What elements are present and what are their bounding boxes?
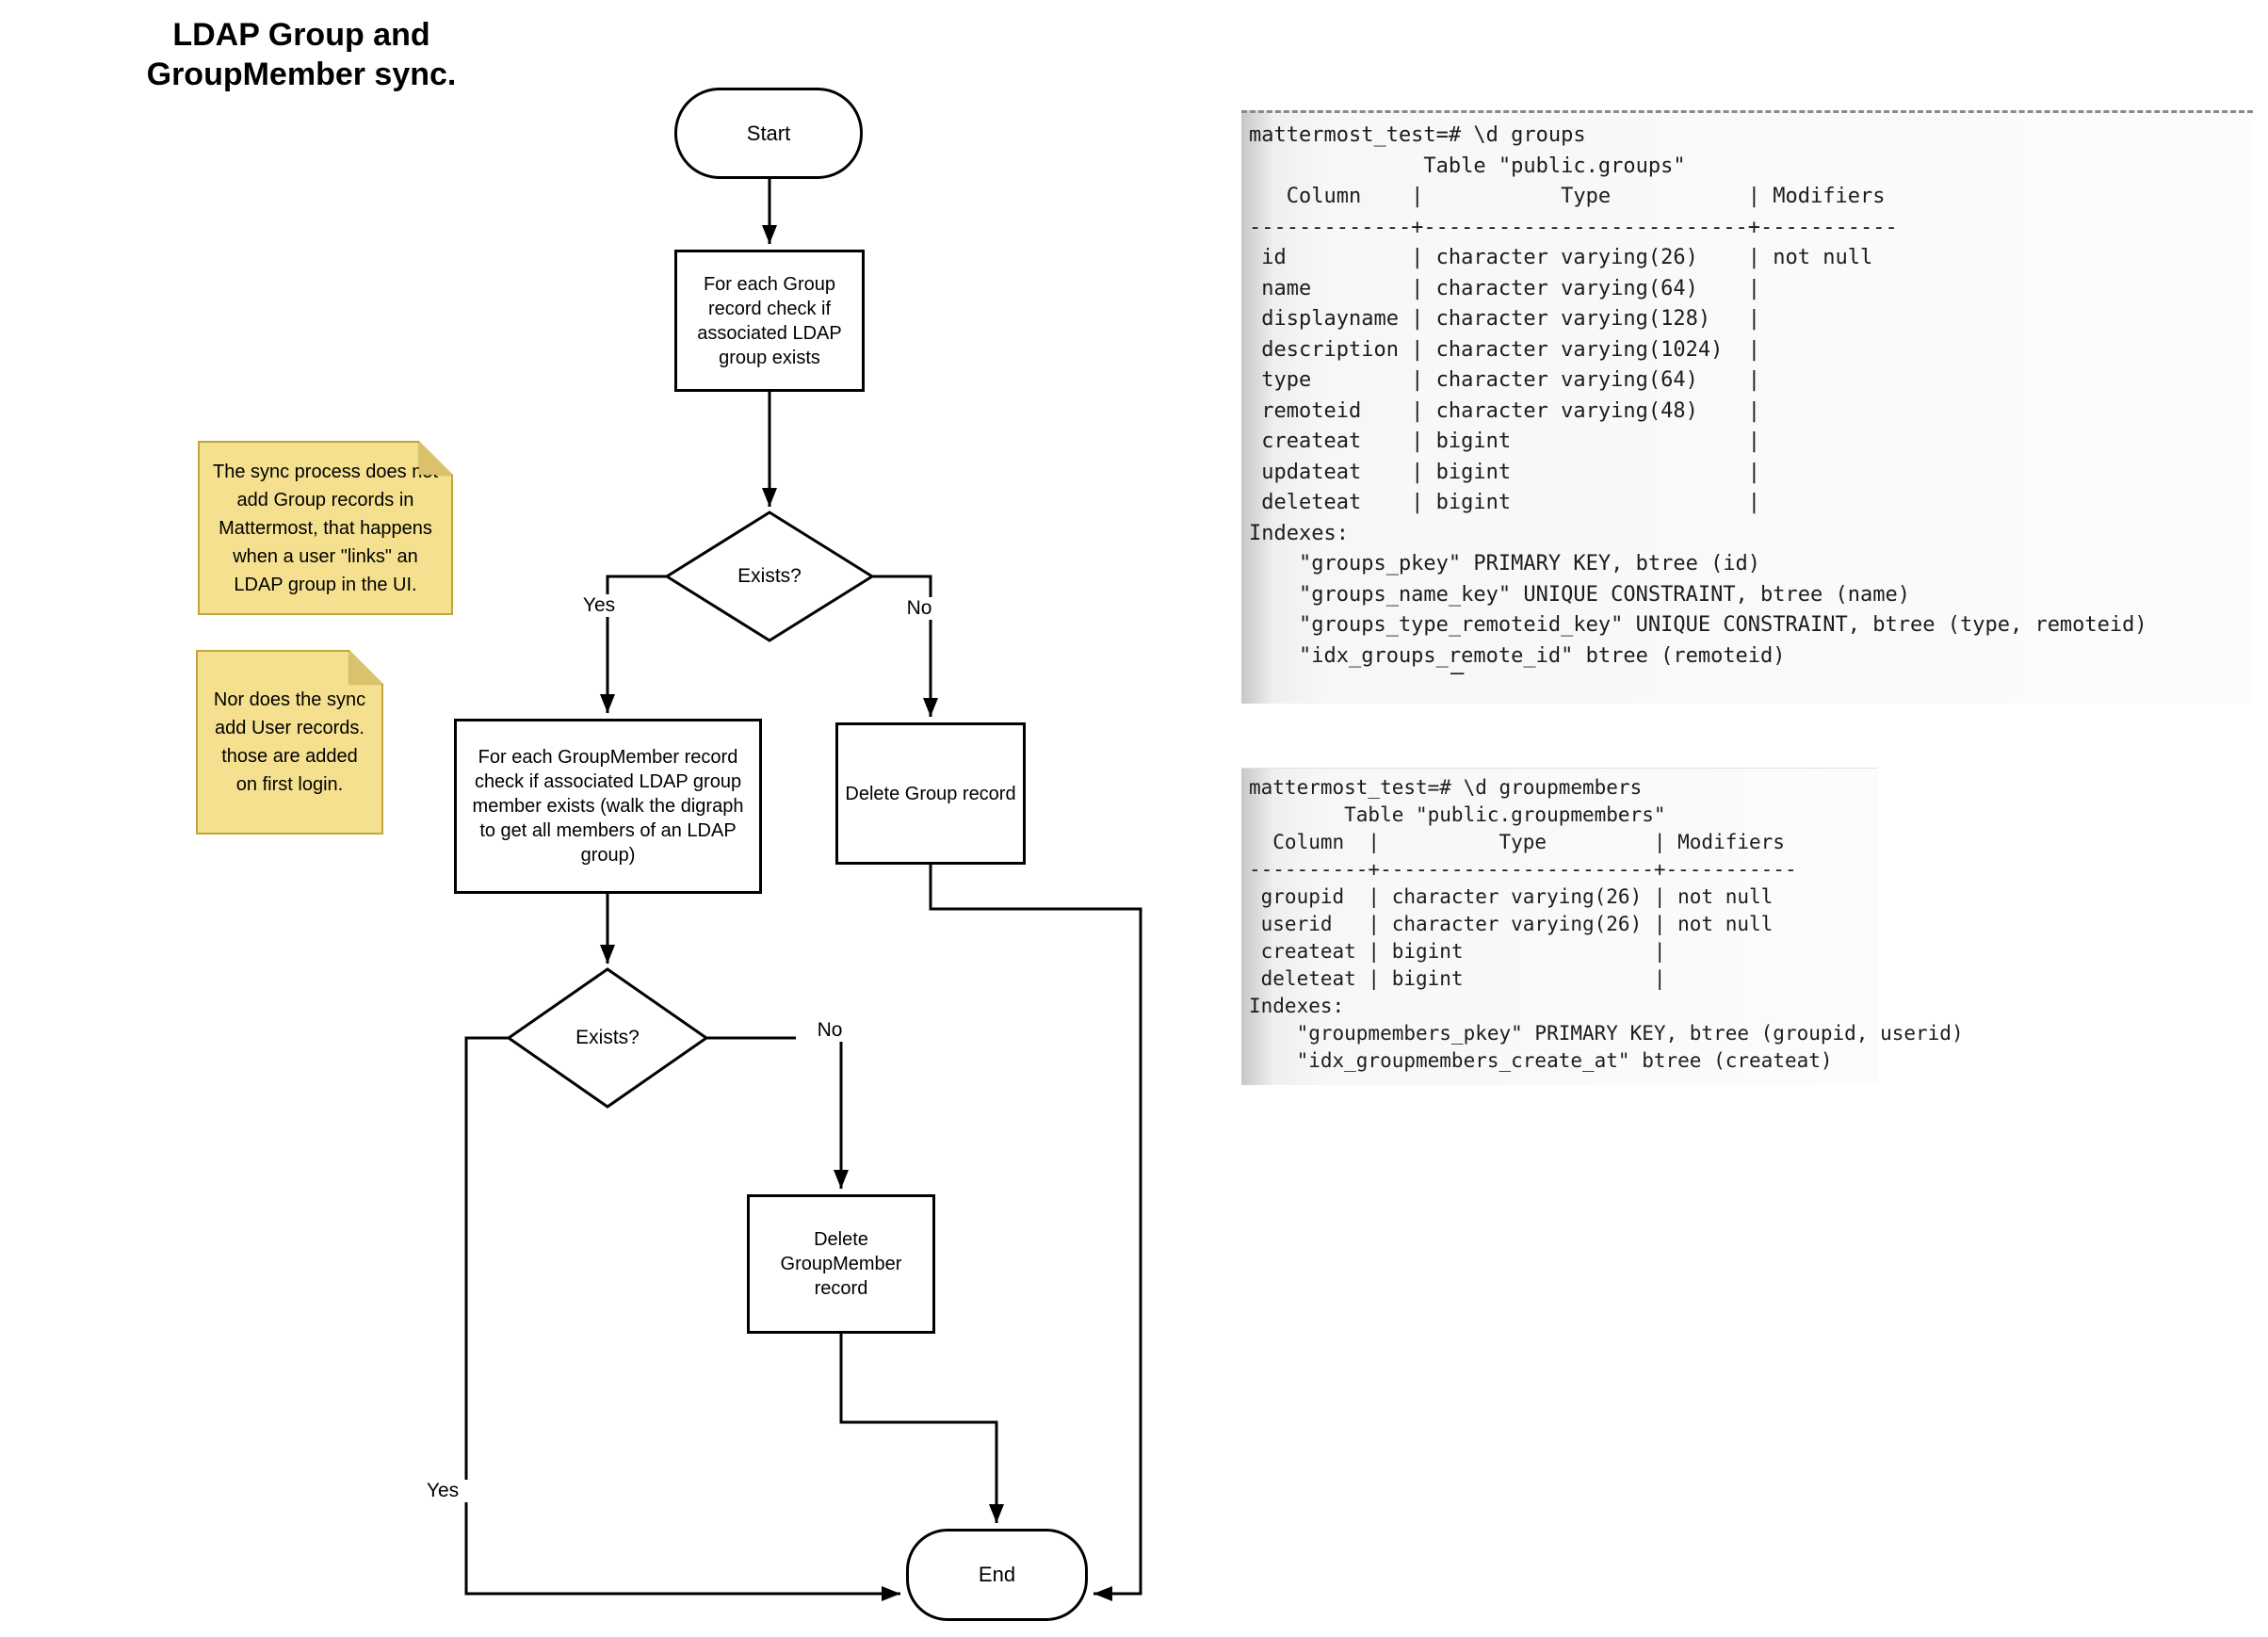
edge-label-no-1: No xyxy=(885,597,953,620)
edge-delete-groupmember-to-end xyxy=(839,1334,1004,1523)
terminal-groups-table: mattermost_test=# \d groups Table "publi… xyxy=(1241,110,2253,704)
sticky-note-group-sync: The sync process does not add Group reco… xyxy=(198,441,453,615)
edge-exists2-no-to-delete-groupmember xyxy=(706,1036,849,1189)
edge-exists1-yes-to-check-groupmember xyxy=(600,575,667,713)
process-check-group: For each Group record check if associate… xyxy=(674,250,865,392)
edge-label-yes-1: Yes xyxy=(565,594,633,617)
edge-exists2-yes-to-end xyxy=(464,1036,900,1601)
edge-delete-group-to-end xyxy=(929,865,1142,1601)
edge-label-yes-2: Yes xyxy=(409,1480,477,1502)
terminal-groupmembers-table: mattermost_test=# \d groupmembers Table … xyxy=(1241,768,1964,1085)
process-delete-groupmember: Delete GroupMember record xyxy=(747,1194,935,1334)
start-node: Start xyxy=(674,88,863,179)
diagram-title: LDAP Group and GroupMember sync. xyxy=(146,17,457,92)
edge-label-no-2: No xyxy=(796,1019,864,1042)
process-check-groupmember: For each GroupMember record check if ass… xyxy=(454,719,762,894)
process-delete-group: Delete Group record xyxy=(835,722,1026,865)
decision-exists-2 xyxy=(506,967,709,1109)
stray-dash-mark: – xyxy=(1450,659,1465,686)
decision-exists-1 xyxy=(664,511,875,642)
end-node: End xyxy=(906,1529,1088,1621)
edge-exists1-no-to-delete-group xyxy=(872,575,938,717)
sticky-note-user-records: Nor does the sync add User records. thos… xyxy=(196,650,383,835)
